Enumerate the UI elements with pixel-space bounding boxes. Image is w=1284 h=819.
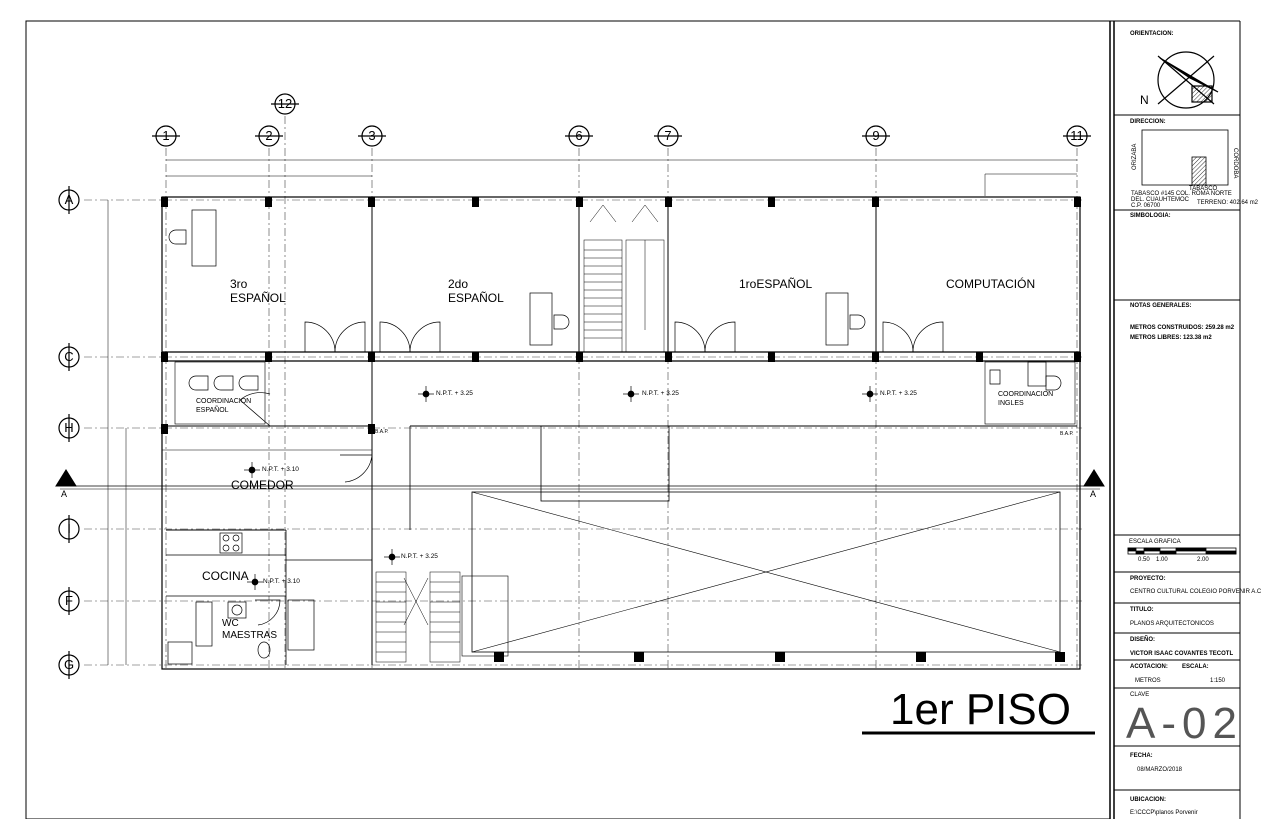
level-upper-1: N.P.T. + 3.25 — [436, 390, 473, 397]
level-marker-icons — [244, 386, 878, 590]
north-label: N — [1140, 93, 1149, 107]
proyecto-value: CENTRO CULTURAL COLEGIO PORVENIR A.C — [1130, 589, 1262, 595]
stairs — [375, 204, 665, 663]
axis-label-A: A — [64, 192, 74, 207]
diseno-label: DISEÑO: — [1130, 637, 1156, 643]
axis-label-I: I — [67, 521, 71, 536]
drawing-title: 1er PISO — [890, 685, 1071, 734]
room-3ro-line1: 3ro — [230, 277, 248, 291]
axis-label-11: 11 — [1070, 128, 1084, 143]
clave-value: A-02 — [1126, 699, 1243, 748]
sheet-border — [25, 20, 1241, 819]
walls — [161, 196, 1081, 670]
titleblock-lines — [1114, 114, 1240, 791]
axis-label-2: 2 — [265, 128, 273, 143]
terreno: TERRENO: 402.64 m2 — [1197, 200, 1259, 206]
level-lower-2: N.P.T. + 3.10 — [263, 578, 300, 585]
bap-label-1: B.A.P. — [375, 429, 389, 435]
clave-label: CLAVE — [1130, 692, 1150, 698]
axis-label-1: 1 — [162, 128, 170, 143]
ubicacion-value: E:\CCCP\planos Porvenir — [1130, 810, 1198, 816]
diseno-value: VICTOR ISAAC COVANTES TECOTL — [1130, 651, 1234, 657]
notas-label: NOTAS GENERALES: — [1130, 303, 1192, 309]
axis-label-7: 7 — [664, 128, 672, 143]
axis-label-H: H — [64, 420, 74, 435]
columns — [161, 197, 1081, 662]
level-lower-1: N.P.T. + 3.10 — [262, 466, 299, 473]
furniture — [167, 209, 1062, 665]
room-cocina: COCINA — [202, 569, 249, 583]
metros-libres: METROS LIBRES: 123.38 m2 — [1130, 335, 1212, 341]
acotacion-value: METROS — [1135, 678, 1161, 684]
axis-label-F: F — [65, 593, 73, 608]
axis-label-3: 3 — [368, 128, 376, 143]
address-line3: C.P. 06700 — [1131, 203, 1161, 209]
address-line2: DEL. CUAUHTEMOC — [1131, 197, 1190, 203]
escala-tick-2: 1.00 — [1156, 557, 1168, 563]
axis-label-G: G — [63, 657, 75, 672]
titulo-label: TITULO: — [1130, 607, 1154, 613]
orientacion-label: ORIENTACION: — [1130, 31, 1174, 37]
simbologia-label: SIMBOLOGIA: — [1130, 213, 1171, 219]
room-3ro-line2: ESPAÑOL — [230, 291, 286, 305]
metros-construidos: METROS CONSTRUIDOS: 259.28 m2 — [1130, 325, 1235, 331]
room-coord-espanol-line2: ESPAÑOL — [196, 407, 229, 414]
ubicacion-label: UBICACION: — [1130, 797, 1166, 803]
level-upper-3: N.P.T. + 3.25 — [880, 390, 917, 397]
room-coord-ingles-line1: COORDINACION — [998, 391, 1054, 398]
escala-tick-1: 0.50 — [1138, 557, 1150, 563]
direccion-label: DIRECCION: — [1130, 119, 1166, 125]
escala-label: ESCALA: — [1182, 664, 1209, 670]
scale-bar — [1127, 547, 1237, 555]
north-arrow-icon — [1157, 51, 1219, 109]
grid-axis-bubbles — [58, 93, 1088, 676]
escala-grafica-label: ESCALA GRAFICA — [1129, 539, 1181, 545]
room-coord-espanol-line1: COORDINACION — [196, 398, 252, 405]
dimension-lines — [107, 159, 1077, 665]
room-wc-line1: WC — [222, 618, 239, 629]
fecha-label: FECHA: — [1130, 753, 1153, 759]
escala-value: 1:150 — [1210, 678, 1226, 684]
room-1ro: 1roESPAÑOL — [739, 277, 813, 291]
room-wc-line2: MAESTRAS — [222, 630, 278, 641]
room-comedor: COMEDOR — [231, 478, 294, 492]
axis-label-9: 9 — [872, 128, 880, 143]
section-mark-left: A — [61, 489, 68, 499]
grid-axis-ticks — [68, 103, 1091, 679]
level-upper-4: N.P.T. + 3.25 — [401, 553, 438, 560]
address-line1: TABASCO #145 COL. ROMA NORTE — [1131, 191, 1232, 197]
room-2do-line2: ESPAÑOL — [448, 291, 504, 305]
titulo-value: PLANOS ARQUITECTONICOS — [1130, 621, 1214, 627]
room-coord-ingles-line2: INGLES — [998, 400, 1024, 407]
axis-label-12: 12 — [277, 96, 293, 111]
section-line — [55, 469, 1105, 490]
level-upper-2: N.P.T. + 3.25 — [642, 390, 679, 397]
bap-label-2: B.A.P. — [1060, 431, 1074, 437]
street-bottom: TABASCO — [1189, 186, 1218, 192]
room-computacion: COMPUTACIÓN — [946, 277, 1036, 291]
location-map — [1141, 129, 1229, 186]
street-left: ORIZABA — [1132, 143, 1138, 170]
fecha-value: 08/MARZO/2018 — [1137, 767, 1183, 773]
escala-tick-3: 2.00 — [1197, 557, 1209, 563]
axis-label-C: C — [64, 349, 74, 364]
doors — [239, 321, 944, 626]
acotacion-label: ACOTACION: — [1130, 664, 1168, 670]
room-2do-line1: 2do — [448, 277, 469, 291]
street-right: CORDOBA — [1232, 148, 1238, 179]
proyecto-label: PROYECTO: — [1130, 576, 1166, 582]
axis-label-6: 6 — [575, 128, 583, 143]
section-mark-right: A — [1090, 489, 1097, 499]
